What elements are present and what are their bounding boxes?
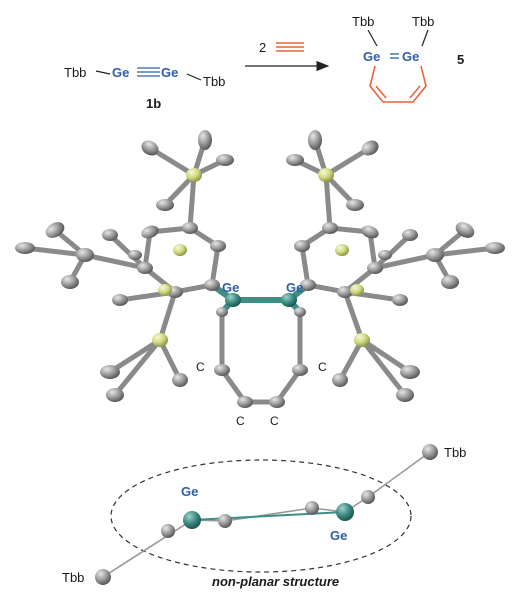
alkyne-reagent <box>276 42 304 52</box>
product-compound-number: 5 <box>457 52 464 67</box>
reaction-arrow: 2 <box>245 40 330 72</box>
side-view-caption: non-planar structure <box>212 574 339 589</box>
reactant-ge-2: Ge <box>161 65 178 80</box>
carbon-label-4: C <box>270 414 279 428</box>
ge-label-right: Ge <box>286 280 303 295</box>
reagent-equivalents: 2 <box>259 40 266 55</box>
product-substituent-1: Tbb <box>352 14 374 29</box>
germanium-atoms <box>225 293 297 307</box>
butadiene-ring <box>369 65 427 103</box>
crystal-structure: Ge Ge C C C C <box>15 130 505 428</box>
reaction-scheme: Tbb Ge Ge Tbb 1b 2 Tbb <box>64 14 464 111</box>
reactant-left-substituent: Tbb <box>64 65 86 80</box>
product-bond-1 <box>367 29 378 47</box>
structure-bonds <box>22 137 498 405</box>
ge-ge-double-bond <box>390 53 399 59</box>
side-view-atoms <box>95 444 438 585</box>
reactant-bond-right <box>186 73 202 81</box>
ge-atom-left <box>225 293 241 307</box>
side-ge-atom-right <box>336 503 354 521</box>
carbon-label-1: C <box>196 360 205 374</box>
carbon-label-3: C <box>236 414 245 428</box>
side-tbb-top: Tbb <box>444 445 466 460</box>
product-5: Tbb Tbb Ge Ge 5 <box>352 14 464 103</box>
side-view: Ge Ge Tbb Tbb non-planar structure <box>62 444 466 589</box>
side-ge-label-left: Ge <box>181 484 198 499</box>
ge-atom-right <box>281 293 297 307</box>
ge-label-left: Ge <box>222 280 239 295</box>
reactant-bond-left <box>95 70 111 75</box>
side-ge-label-right: Ge <box>330 528 347 543</box>
silicon-atoms <box>152 168 370 347</box>
product-bond-2 <box>421 29 429 47</box>
side-view-bonds <box>102 451 431 578</box>
product-ge-2: Ge <box>402 49 419 64</box>
side-tbb-bottom: Tbb <box>62 570 84 585</box>
reactant-right-substituent: Tbb <box>203 74 225 89</box>
product-ge-1: Ge <box>363 49 380 64</box>
ge-ge-triple-bond <box>137 67 160 77</box>
reactant-1b: Tbb Ge Ge Tbb 1b <box>64 65 225 111</box>
carbon-label-2: C <box>318 360 327 374</box>
carbon-atoms <box>15 130 505 408</box>
dashed-ellipse <box>110 459 412 573</box>
side-ge-atom-left <box>183 511 201 529</box>
product-substituent-2: Tbb <box>412 14 434 29</box>
reactant-ge-1: Ge <box>112 65 129 80</box>
reactant-compound-number: 1b <box>146 96 161 111</box>
